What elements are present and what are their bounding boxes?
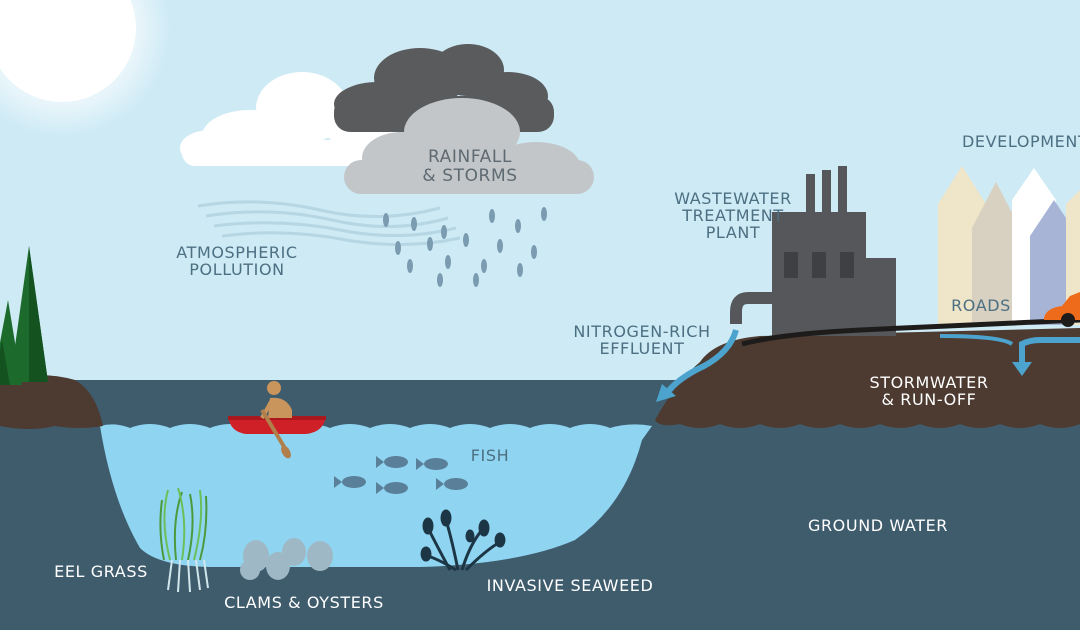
fish-label: FISH bbox=[470, 446, 510, 465]
sun-icon bbox=[0, 0, 172, 138]
car-icon bbox=[1044, 292, 1080, 327]
wastewater-plant-icon bbox=[730, 166, 896, 336]
stormwater-runoff-label: STORMWATER & RUN-OFF bbox=[869, 373, 989, 409]
rowboat-icon bbox=[228, 381, 326, 459]
road bbox=[741, 317, 1080, 347]
nitrogen-effluent-label: NITROGEN-RICH EFFLUENT bbox=[573, 322, 711, 358]
effluent-flow-arrow bbox=[656, 329, 739, 402]
wastewater-plant-label: WASTEWATER TREATMENT PLANT bbox=[674, 189, 792, 242]
development-buildings bbox=[938, 166, 1080, 325]
clams-oysters-label: CLAMS & OYSTERS bbox=[224, 593, 384, 612]
atmospheric-pollution-label: ATMOSPHERIC POLLUTION bbox=[176, 243, 298, 279]
invasive-seaweed-icon bbox=[420, 509, 506, 572]
rain-cloud-icon bbox=[344, 98, 594, 194]
ground-water-label: GROUND WATER bbox=[807, 516, 949, 535]
left-hill bbox=[0, 375, 103, 429]
runoff-flow-arrow bbox=[939, 334, 1080, 376]
eel-grass-icon bbox=[159, 487, 209, 593]
bay-water bbox=[100, 424, 652, 567]
roads-label: ROADS bbox=[951, 296, 1011, 315]
eel-grass-label: EEL GRASS bbox=[54, 562, 148, 581]
right-land bbox=[655, 328, 1080, 428]
pine-tree-icon bbox=[0, 246, 48, 385]
fish-school-icon bbox=[334, 456, 468, 494]
raindrops bbox=[383, 207, 547, 287]
clams-oysters-icon bbox=[240, 538, 333, 580]
development-label: DEVELOPMENT bbox=[962, 132, 1080, 151]
invasive-seaweed-label: INVASIVE SEAWEED bbox=[486, 576, 654, 595]
rainfall-storms-label: RAINFALL & STORMS bbox=[422, 147, 518, 186]
